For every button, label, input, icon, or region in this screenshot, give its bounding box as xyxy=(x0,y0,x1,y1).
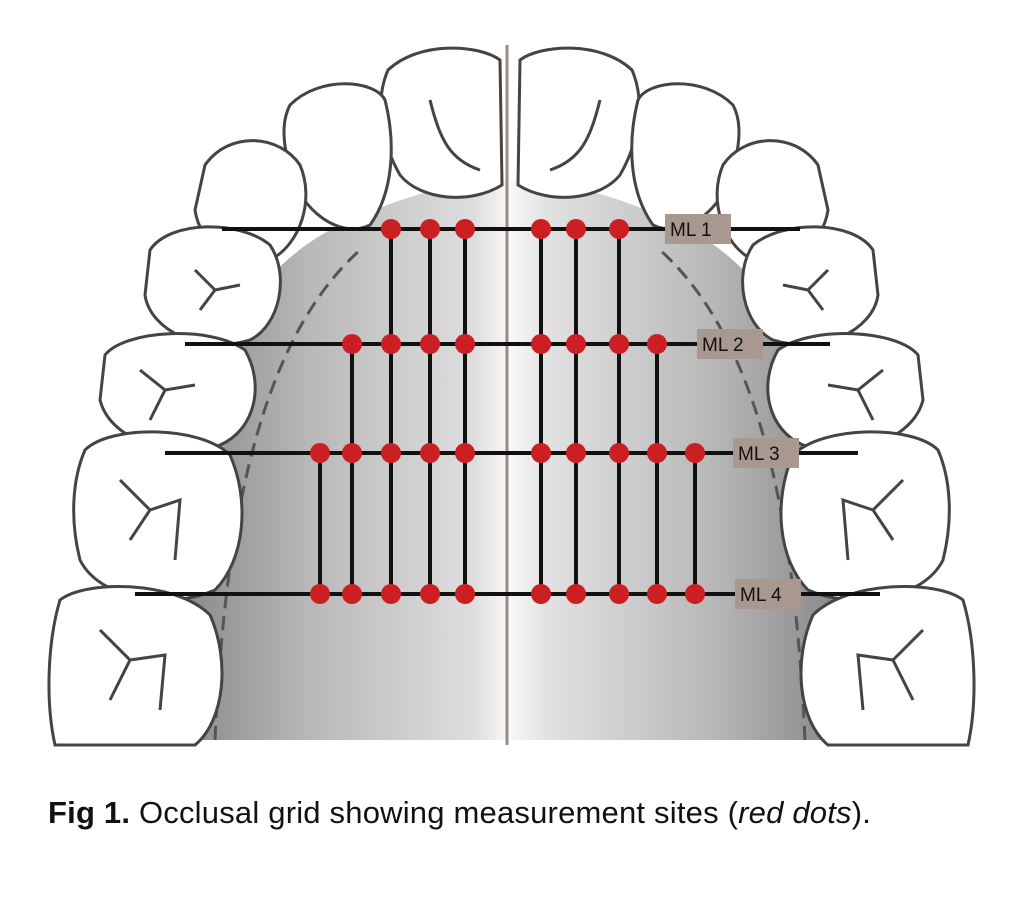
ml-label: ML 4 xyxy=(735,579,801,609)
caption-label: Fig 1. xyxy=(48,795,131,830)
measurement-site-dot xyxy=(420,443,440,463)
occlusal-grid-figure: ML 1 ML 2 ML 3 ML 4 xyxy=(47,45,976,747)
measurement-site-dot xyxy=(647,334,667,354)
measurement-site-dot xyxy=(381,334,401,354)
measurement-site-dot xyxy=(342,443,362,463)
ml-label-text: ML 1 xyxy=(670,220,712,241)
measurement-site-dot xyxy=(531,334,551,354)
tooth-molar1-left xyxy=(72,430,244,602)
measurement-site-dot xyxy=(310,443,330,463)
measurement-site-dot xyxy=(609,219,629,239)
ml-label: ML 2 xyxy=(697,329,763,359)
measurement-site-dot xyxy=(381,443,401,463)
measurement-site-dot xyxy=(647,443,667,463)
measurement-site-dot xyxy=(609,443,629,463)
tooth-molar2-left xyxy=(47,584,224,747)
measurement-site-dot xyxy=(531,219,551,239)
measurement-site-dot xyxy=(609,584,629,604)
measurement-site-dot xyxy=(566,584,586,604)
tooth-central-right xyxy=(516,46,641,199)
measurement-site-dot xyxy=(685,584,705,604)
measurement-site-dot xyxy=(381,584,401,604)
measurement-line-labels: ML 1 ML 2 ML 3 ML 4 xyxy=(665,214,801,609)
measurement-site-dot xyxy=(455,443,475,463)
tooth-fissures xyxy=(98,99,925,711)
tooth-molar2-right xyxy=(799,584,976,747)
measurement-site-dot xyxy=(566,219,586,239)
ml-label: ML 1 xyxy=(665,214,731,244)
measurement-site-dot xyxy=(420,334,440,354)
measurement-site-dot xyxy=(455,334,475,354)
tooth-central-left xyxy=(379,46,504,199)
measurement-grid xyxy=(135,219,880,604)
measurement-site-dot xyxy=(531,443,551,463)
caption-text-end: ). xyxy=(851,795,872,830)
measurement-site-dot xyxy=(342,584,362,604)
measurement-site-dot xyxy=(609,334,629,354)
ml-label: ML 3 xyxy=(733,438,799,468)
measurement-site-dot xyxy=(566,443,586,463)
measurement-site-dot xyxy=(310,584,330,604)
ml-label-text: ML 3 xyxy=(738,444,780,465)
measurement-site-dot xyxy=(455,584,475,604)
measurement-site-dot xyxy=(685,443,705,463)
measurement-site-dot xyxy=(342,334,362,354)
measurement-site-dot xyxy=(381,219,401,239)
caption-emphasis: red dots xyxy=(738,795,852,830)
measurement-site-dot xyxy=(455,219,475,239)
measurement-site-dot xyxy=(420,584,440,604)
teeth-outline xyxy=(47,46,976,747)
tooth-molar1-right xyxy=(779,430,951,602)
measurement-site-dot xyxy=(420,219,440,239)
ml-label-text: ML 4 xyxy=(740,585,782,606)
measurement-site-dot xyxy=(566,334,586,354)
ml-label-text: ML 2 xyxy=(702,335,744,356)
measurement-site-dot xyxy=(647,584,667,604)
figure-caption: Fig 1. Occlusal grid showing measurement… xyxy=(48,792,968,834)
measurement-site-dot xyxy=(531,584,551,604)
caption-text: Occlusal grid showing measurement sites … xyxy=(130,795,739,830)
